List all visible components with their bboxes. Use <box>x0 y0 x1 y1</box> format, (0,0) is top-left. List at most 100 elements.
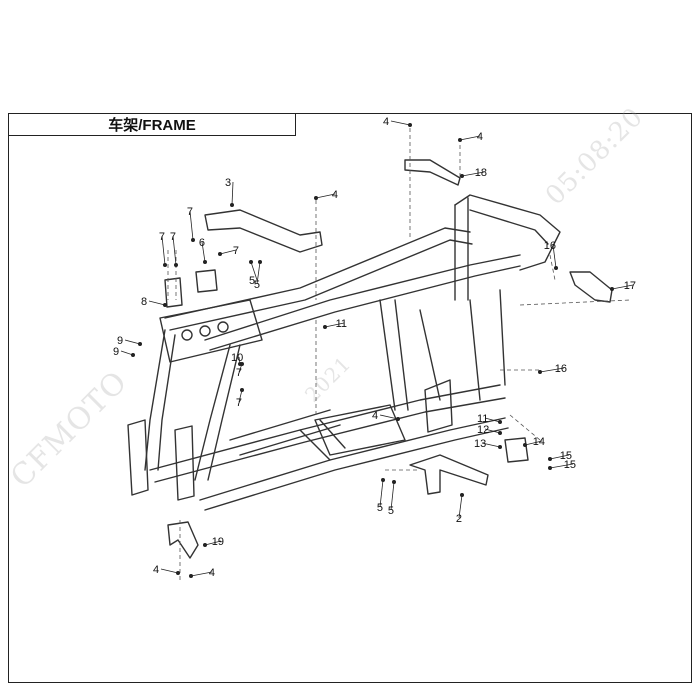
callout-leader <box>161 235 166 266</box>
center-skid-plate <box>314 404 406 456</box>
callout-leader <box>204 540 222 546</box>
callout-label: 17 <box>624 280 636 292</box>
callout-label: 9 <box>113 346 119 358</box>
callout-dot <box>381 478 385 482</box>
callout-dot <box>218 252 222 256</box>
callout-c18: 9 <box>113 346 135 358</box>
callout-c29: 15 <box>548 459 576 471</box>
callout-leader <box>219 249 237 255</box>
callout-label: 7 <box>187 206 193 218</box>
callout-dot <box>314 196 318 200</box>
callout-label: 12 <box>477 424 489 436</box>
callout-dot <box>610 287 614 291</box>
callout-c2: 4 <box>458 131 483 143</box>
callout-c33: 19 <box>203 536 224 548</box>
callout-c27: 14 <box>523 436 545 448</box>
callout-c3: 18 <box>460 167 487 179</box>
callout-dot <box>230 203 234 207</box>
frame-upper-rail-right <box>204 254 521 341</box>
callout-label: 5 <box>254 279 260 291</box>
callout-leader <box>120 350 134 356</box>
callout-c10: 7 <box>218 245 239 257</box>
callout-c9: 6 <box>199 237 207 264</box>
callout-c26: 13 <box>474 438 502 450</box>
callout-c30: 5 <box>377 478 385 514</box>
callout-label: 9 <box>117 335 123 347</box>
callout-label: 16 <box>555 363 567 375</box>
callout-dot <box>163 303 167 307</box>
callout-leader <box>160 568 179 574</box>
callout-leader <box>459 135 481 141</box>
part-14-bracket <box>504 437 529 463</box>
front-bulkhead <box>159 299 263 363</box>
rear-rack-hoop <box>454 194 561 271</box>
part-8-bracket <box>164 277 183 308</box>
callout-dot <box>138 342 142 346</box>
callout-dot <box>538 370 542 374</box>
callout-leader <box>549 463 574 469</box>
callout-label: 18 <box>475 167 487 179</box>
callout-leader <box>549 454 570 460</box>
callout-c12: 5 <box>254 260 262 291</box>
diagram-title: 车架/FRAME <box>8 113 296 136</box>
callout-label: 4 <box>209 567 215 579</box>
callout-c4: 3 <box>225 177 234 207</box>
callout-label: 11 <box>477 413 488 425</box>
callout-c31: 5 <box>388 480 396 517</box>
callout-label: 7 <box>159 231 165 243</box>
callout-leader <box>148 300 166 306</box>
callout-c14: 16 <box>544 240 558 270</box>
callout-dot <box>249 260 253 264</box>
callout-c5: 4 <box>314 189 338 201</box>
callout-dot <box>498 420 502 424</box>
callout-leader <box>524 440 543 446</box>
callout-leader <box>315 193 336 199</box>
callout-c17: 9 <box>117 335 142 347</box>
callout-leader <box>390 481 395 511</box>
callout-leader <box>189 210 194 241</box>
callout-label: 11 <box>336 318 347 330</box>
callout-dot <box>240 388 244 392</box>
callout-leader <box>379 479 384 508</box>
callout-c8: 7 <box>170 231 178 267</box>
callout-label: 14 <box>533 436 545 448</box>
diagram-border <box>8 113 692 683</box>
callout-leader <box>172 235 177 266</box>
callout-dot <box>548 457 552 461</box>
callout-dot <box>460 493 464 497</box>
callout-leader <box>539 367 565 373</box>
callout-leader <box>611 284 634 290</box>
callout-leader <box>484 428 501 434</box>
callout-leader <box>481 442 501 448</box>
frame-upper-rail-right-inner <box>209 265 521 351</box>
part-19-bracket <box>167 521 199 559</box>
callout-label: 8 <box>141 296 147 308</box>
callout-label: 7 <box>236 397 242 409</box>
callout-leader <box>124 339 141 345</box>
callout-dot <box>203 543 207 547</box>
callout-c16: 11 <box>323 318 347 330</box>
callout-leader <box>231 181 234 206</box>
rear-arm-plate <box>424 379 453 433</box>
callout-label: 7 <box>236 367 242 379</box>
callout-leader <box>250 261 258 281</box>
callout-c1: 4 <box>383 116 412 128</box>
callout-leader <box>390 120 411 126</box>
callout-label: 15 <box>560 450 572 462</box>
front-arm-plate <box>127 419 149 496</box>
callout-c20: 7 <box>236 362 244 379</box>
callout-dot <box>408 123 412 127</box>
callout-label: 19 <box>212 536 224 548</box>
callout-dot <box>458 138 462 142</box>
callout-leader <box>458 494 463 519</box>
callout-label: 3 <box>225 177 231 189</box>
callout-c13: 8 <box>141 296 167 308</box>
callout-dot <box>189 574 193 578</box>
callout-dot <box>174 263 178 267</box>
callout-c34: 4 <box>153 564 180 576</box>
part-3-bracket <box>204 209 323 253</box>
callout-label: 4 <box>332 189 338 201</box>
callout-dot <box>131 353 135 357</box>
callout-dot <box>176 571 180 575</box>
